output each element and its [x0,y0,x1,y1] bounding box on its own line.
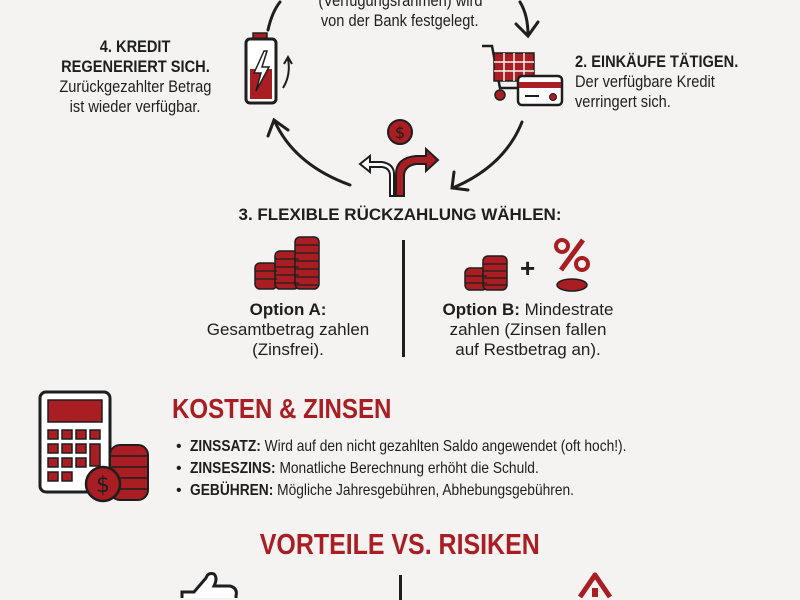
costs-text: Mögliche Jahresgebühren, Abhebungsgebühr… [272,482,574,499]
costs-term: ZINSSATZ: [189,438,261,455]
battery-charging-icon [244,32,293,105]
step1-text: (Verfügungsrahmen) wird von der Bank fes… [250,0,550,31]
plus-sign: + [520,253,536,283]
option-b-label: Option B: [442,300,520,319]
costs-title: KOSTEN & ZINSEN [172,393,427,425]
option-b-line: auf Restbetrag an). [455,340,601,359]
coin-stacks-icon [254,236,320,290]
step2-text: 2. EINKÄUFE TÄTIGEN. Der verfügbare Kred… [575,52,765,112]
svg-text:$: $ [96,473,110,498]
thumbs-up-icon [180,572,238,598]
coin-stacks-icon [464,255,508,291]
arrow-left-up [273,120,352,187]
costs-list: ZINSSATZ: Wird auf den nicht gezahlten S… [176,436,697,502]
step4-line: ist wieder verfügbar. [69,97,201,116]
fork-arrows-dollar-icon: $ [358,119,440,197]
pros-cons-title-text: VORTEILE VS. RISIKEN [260,529,540,561]
percent-icon [554,238,590,292]
costs-title-text: KOSTEN & ZINSEN [172,393,392,424]
step2-line: verringert sich. [575,92,671,111]
option-a: Option A: Gesamtbetrag zahlen (Zinsfrei)… [188,300,388,360]
option-a-line: (Zinsfrei). [252,340,324,359]
arrow-top-right [518,0,530,37]
options-divider [402,240,405,357]
credit-card-icon [516,74,564,107]
step2-line: Der verfügbare Kredit [575,72,715,91]
dollar-coin-icon: $ [84,444,149,503]
step4-title: 4. KREDIT [99,37,171,56]
step4-text: 4. KREDIT REGENERIERT SICH. Zurückgezahl… [25,37,245,117]
step2-title: 2. EINKÄUFE TÄTIGEN. [575,52,739,71]
list-item: ZINSSATZ: Wird auf den nicht gezahlten S… [176,436,697,458]
calculator-icon: $ [38,390,149,503]
step3-title-text: 3. FLEXIBLE RÜCKZAHLUNG WÄHLEN: [238,205,562,224]
shopping-cart-icon [482,44,535,101]
option-b-line: zahlen (Zinsen fallen [449,320,607,339]
svg-text:$: $ [395,123,405,142]
step4-title: REGENERIERT SICH. [60,57,210,76]
list-item: ZINSESZINS: Monatliche Berechnung erhöht… [176,458,697,480]
list-item: GEBÜHREN: Mögliche Jahresgebühren, Abheb… [176,480,697,502]
arrow-left-up-head [266,117,290,138]
costs-term: ZINSESZINS: [189,460,276,477]
costs-text: Wird auf den nicht gezahlten Saldo angew… [260,438,627,455]
option-a-line: Gesamtbetrag zahlen [206,320,370,339]
costs-term: GEBÜHREN: [189,482,273,499]
step3-title: 3. FLEXIBLE RÜCKZAHLUNG WÄHLEN: [150,205,650,225]
step1-line: (Verfügungsrahmen) wird [317,0,483,10]
costs-text: Monatliche Berechnung erhöht die Schuld. [275,460,539,477]
warning-icon [577,572,613,599]
pros-cons-divider [399,575,402,600]
option-b-line: Mindestrate [519,300,614,319]
option-a-label: Option A: [249,300,327,319]
arrow-right-down-head [450,170,470,192]
option-b: Option B: Mindestrate zahlen (Zinsen fal… [418,300,638,360]
step1-line: von der Bank festgelegt. [321,11,479,30]
arrow-top-right-head [514,20,540,39]
arrow-top-left [266,0,282,32]
pros-cons-title: VORTEILE VS. RISIKEN [150,528,650,562]
arrow-right-down [453,120,524,189]
step4-line: Zurückgezahlter Betrag [59,77,211,96]
